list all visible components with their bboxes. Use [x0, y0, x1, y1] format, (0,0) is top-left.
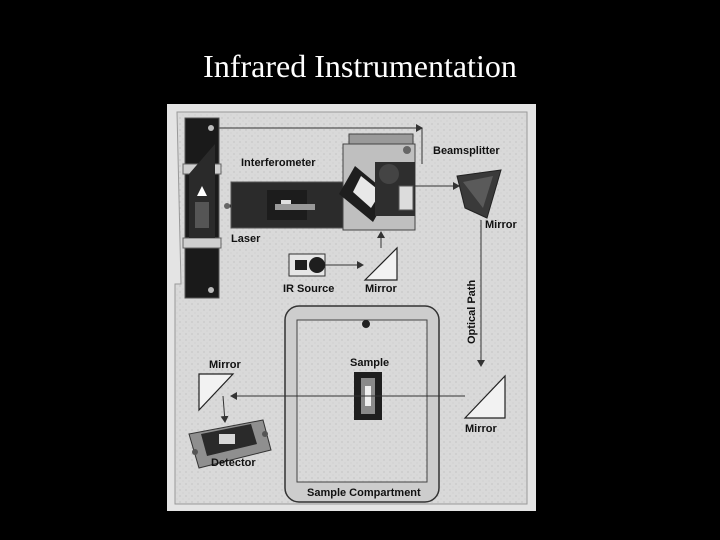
- beam-to-detector: [220, 395, 229, 423]
- label-mirror-right: Mirror: [465, 423, 498, 435]
- label-ir-source: IR Source: [283, 283, 334, 295]
- label-sample: Sample: [350, 357, 389, 369]
- slide-title: Infrared Instrumentation: [203, 48, 517, 84]
- label-detector: Detector: [211, 457, 256, 469]
- ir-instrument-diagram: Interferometer Beamsplitter Laser Mirror…: [167, 104, 536, 511]
- label-mirror-source: Mirror: [365, 283, 398, 295]
- label-mirror-top: Mirror: [485, 219, 518, 231]
- ir-source: [288, 253, 326, 277]
- label-mirror-left: Mirror: [209, 359, 242, 371]
- laser: [182, 117, 222, 299]
- interferometer: [224, 181, 348, 229]
- label-sample-compartment: Sample Compartment: [307, 487, 421, 499]
- detector: [188, 419, 272, 469]
- label-interferometer: Interferometer: [241, 157, 316, 169]
- label-laser: Laser: [231, 233, 261, 245]
- label-optical-path: Optical Path: [466, 280, 478, 344]
- label-beamsplitter: Beamsplitter: [433, 145, 500, 157]
- mirror-left: [198, 373, 235, 412]
- mirror-right: [463, 374, 506, 419]
- mirror-top: [456, 169, 502, 219]
- mirror-source: [363, 246, 398, 281]
- beamsplitter: [339, 133, 416, 231]
